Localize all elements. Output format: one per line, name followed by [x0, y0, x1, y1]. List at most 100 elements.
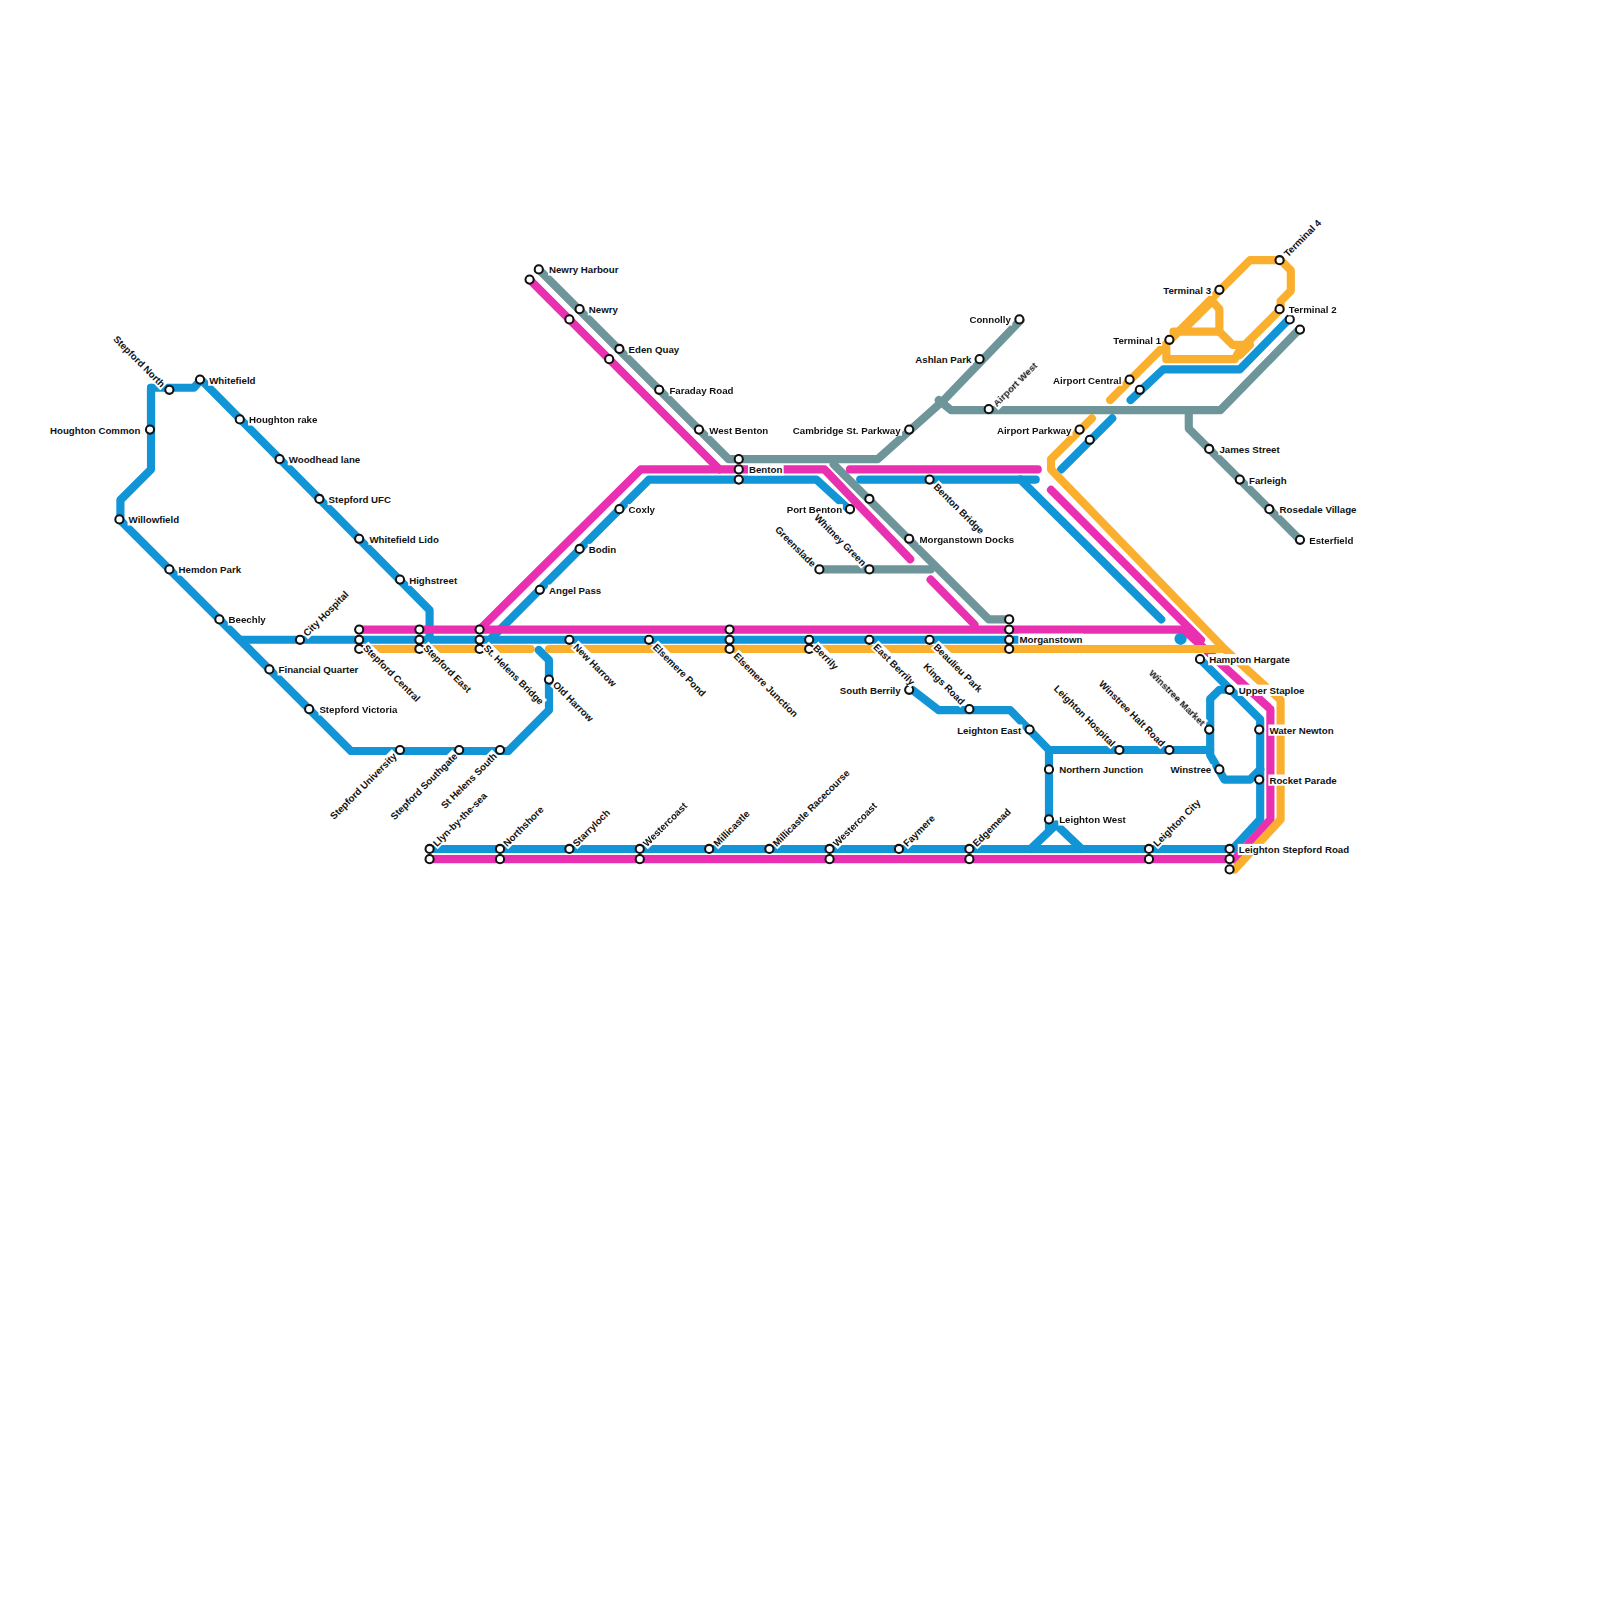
- station-dots: [115, 256, 1304, 873]
- blue-line: [490, 480, 850, 640]
- station-name: Woodhead lane: [288, 454, 362, 465]
- station-dot: [1005, 615, 1013, 623]
- station-dot: [496, 746, 504, 754]
- station-dot: [865, 495, 873, 503]
- station-dot: [726, 626, 734, 634]
- station-dot: [1115, 746, 1123, 754]
- station-name: Bodin: [588, 543, 618, 554]
- station-name: Airport West: [990, 359, 1040, 409]
- station-dot: [1276, 256, 1284, 264]
- station-dot: [965, 855, 973, 863]
- station-dot: [905, 535, 913, 543]
- station-dot: [196, 376, 204, 384]
- station-name: Benton Bridge: [931, 480, 988, 537]
- station-name: Faraday Road: [668, 384, 734, 395]
- station-dot: [765, 845, 773, 853]
- station-dot: [985, 405, 993, 413]
- station-dot: [1145, 855, 1153, 863]
- station-name: James Street: [1218, 443, 1280, 454]
- station-dot: [636, 855, 644, 863]
- station-dot: [536, 586, 544, 594]
- station-name: Northshore: [500, 803, 546, 849]
- station-name: Terminal 2: [1288, 304, 1338, 315]
- station-dot: [1076, 426, 1084, 434]
- station-name: Connolly: [968, 314, 1012, 325]
- station-name: Upper Staploe: [1238, 684, 1306, 695]
- station-dot: [735, 476, 743, 484]
- station-dot: [355, 626, 363, 634]
- station-dot: [265, 665, 273, 673]
- blue-line: [1210, 690, 1260, 780]
- station-dot: [415, 636, 423, 644]
- station-dot: [1296, 326, 1304, 334]
- station-name: Leighton City: [1150, 796, 1203, 849]
- station-name: Stepford UFC: [328, 493, 393, 504]
- station-name: Whitefield Lido: [368, 533, 440, 544]
- station-dot: [976, 355, 984, 363]
- station-dot: [615, 505, 623, 513]
- station-dot: [965, 845, 973, 853]
- station-name: Farleigh: [1248, 474, 1288, 485]
- station-name: Hemdon Park: [178, 564, 243, 575]
- orange-line: [1110, 260, 1291, 400]
- station-dot: [826, 855, 834, 863]
- station-dot: [1296, 536, 1304, 544]
- station-name: Rocket Parade: [1268, 774, 1337, 785]
- station-dot: [496, 845, 504, 853]
- station-name: Terminal 4: [1281, 216, 1324, 259]
- station-dot: [476, 636, 484, 644]
- station-name: Westercoast: [640, 799, 690, 849]
- station-dot: [1226, 855, 1234, 863]
- station-dot: [165, 565, 173, 573]
- station-name: Stepford North: [111, 332, 169, 390]
- pink-line: [1051, 490, 1201, 640]
- station-name: Llyn-by-the-sea: [430, 789, 490, 849]
- station-name: Terminal 1: [1112, 334, 1162, 345]
- station-dot: [926, 476, 934, 484]
- station-dot: [1165, 746, 1173, 754]
- station-name: South Berrily: [839, 684, 902, 695]
- station-dot: [1136, 386, 1144, 394]
- station-name: Port Benton: [786, 504, 844, 515]
- station-dot: [535, 265, 543, 273]
- station-name: City Hospital: [300, 587, 351, 638]
- station-name: Elsemere Junction: [731, 649, 801, 719]
- station-name: Esterfield: [1308, 534, 1354, 545]
- station-name: Cambridge St. Parkway: [792, 424, 902, 435]
- station-dot: [726, 636, 734, 644]
- orange-line: [359, 260, 1291, 869]
- station-name: Leighton West: [1058, 814, 1127, 825]
- station-name: Whitefield: [208, 374, 256, 385]
- station-name: Faymere: [900, 811, 938, 849]
- station-dot: [396, 746, 404, 754]
- station-dot: [695, 426, 703, 434]
- station-dot: [865, 636, 873, 644]
- station-dot: [236, 415, 244, 423]
- station-dot: [355, 636, 363, 644]
- station-dot: [1205, 445, 1213, 453]
- station-name: Leighton East: [956, 724, 1022, 735]
- station-dot: [526, 276, 534, 284]
- station-dot: [565, 845, 573, 853]
- station-name: Benton: [748, 464, 783, 475]
- station-dot: [496, 855, 504, 863]
- station-dot: [636, 845, 644, 853]
- station-name: Newry Harbour: [548, 264, 620, 275]
- station-name: Morganstown Docks: [918, 533, 1015, 544]
- blue-line: [1020, 480, 1161, 620]
- blue-line: [241, 636, 1036, 644]
- station-name: Rosedale Village: [1279, 504, 1358, 515]
- station-dot: [846, 505, 854, 513]
- station-dot: [735, 465, 743, 473]
- station-dot: [1196, 655, 1204, 663]
- station-dot: [1086, 436, 1094, 444]
- station-dot: [1215, 286, 1223, 294]
- station-name: Houghton Common: [49, 424, 142, 435]
- station-dot: [1005, 645, 1013, 653]
- station-dot: [565, 636, 573, 644]
- station-dot: [1005, 626, 1013, 634]
- station-name: Water Newton: [1268, 724, 1334, 735]
- station-dot: [426, 855, 434, 863]
- orange-line: [1173, 301, 1219, 332]
- station-dot: [1165, 336, 1173, 344]
